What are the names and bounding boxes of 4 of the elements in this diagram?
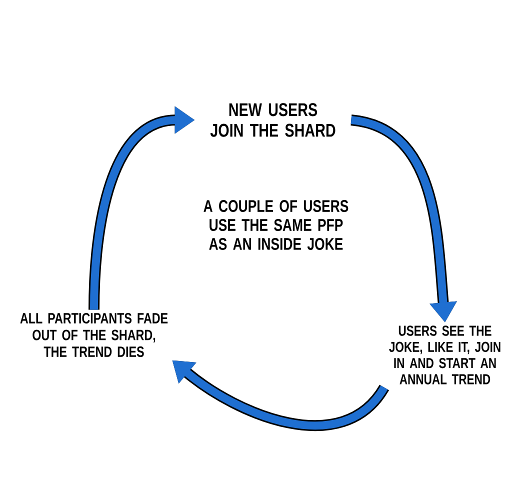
step-text: USERS SEE THE JOKE, LIKE IT, JOIN IN AND START AN ANNUAL TREND [389,326,500,384]
step-text: A COUPLE OF USERS USE THE SAME PFP AS AN INSIDE JOKE [204,200,348,250]
step-text: NEW USERS JOIN THE SHARD [210,103,336,137]
step-text: ALL PARTICIPANTS FADE OUT OF THE SHARD, THE TREND DIES [20,312,168,358]
